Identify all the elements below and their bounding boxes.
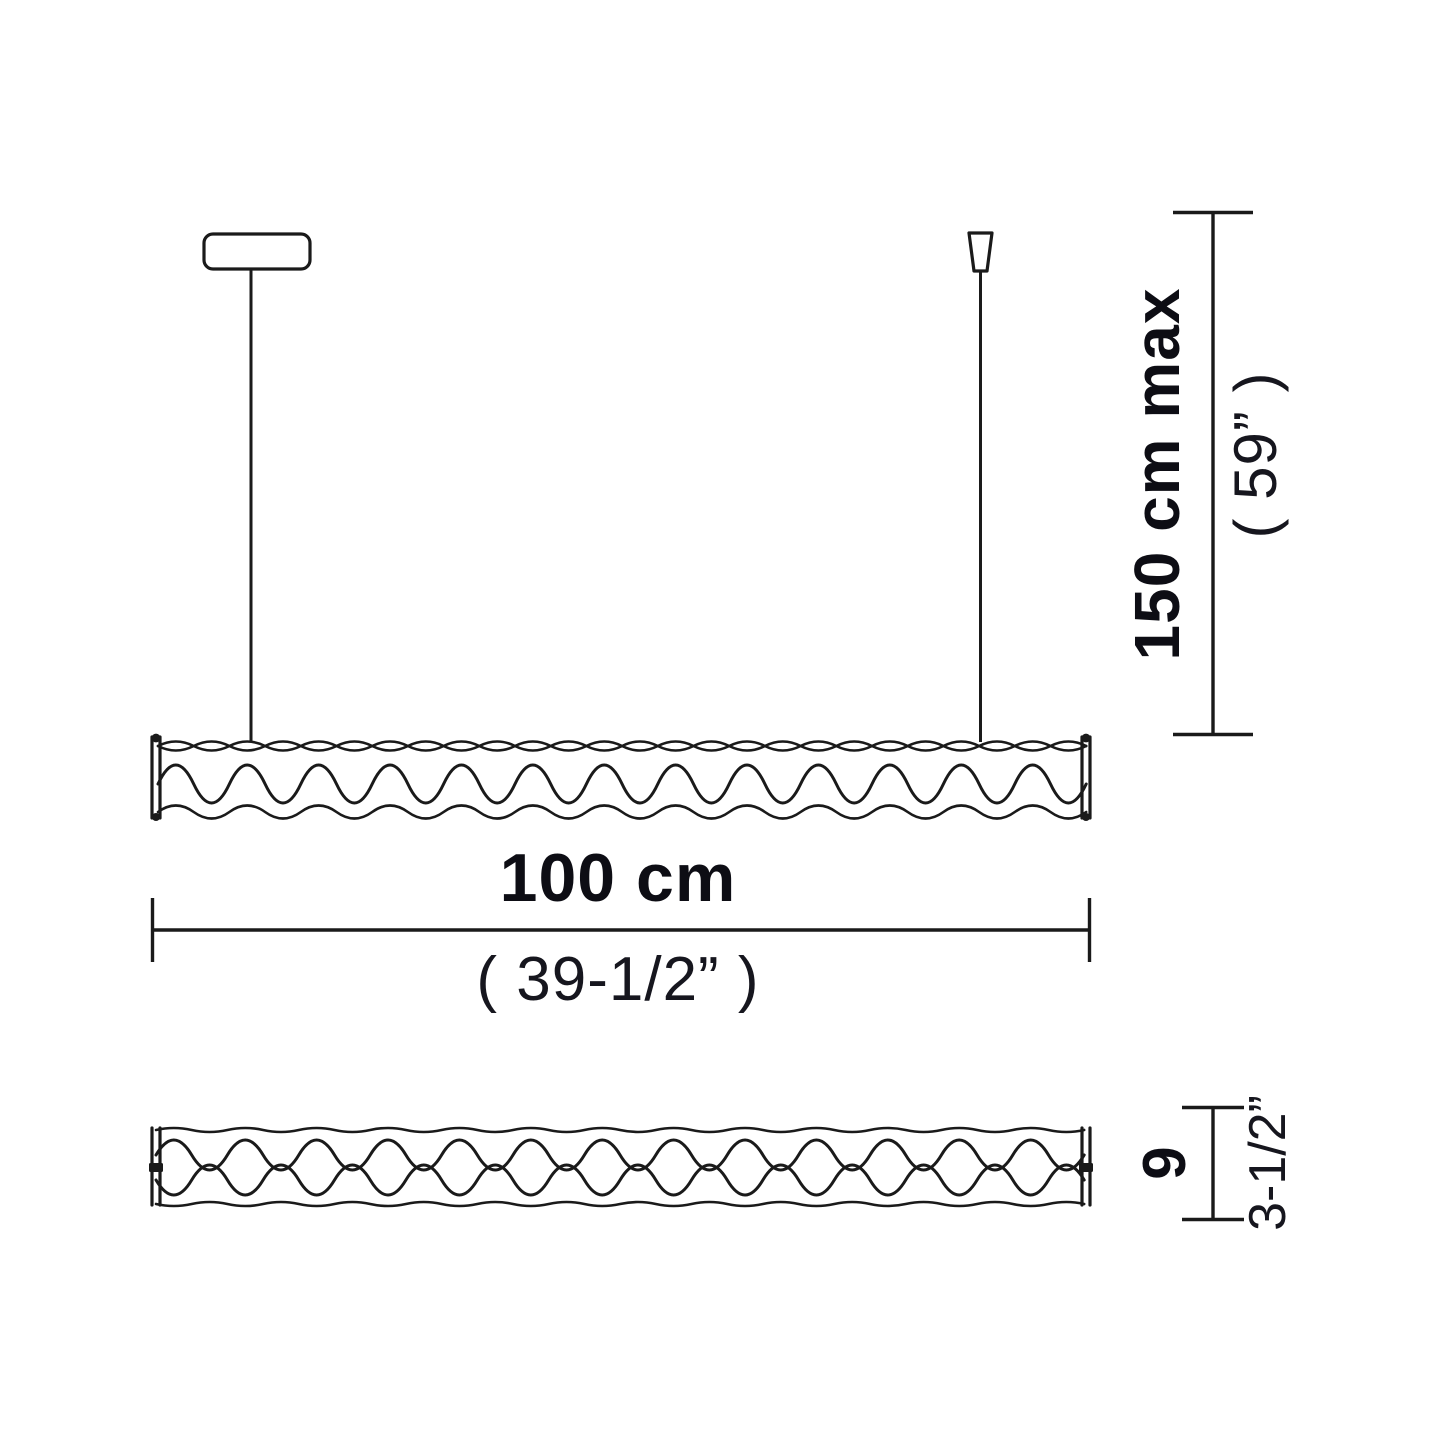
width-metric-label: 100 cm: [500, 840, 737, 916]
side-upper-wave: [154, 1138, 1086, 1172]
body-bottom-wave: [156, 804, 1088, 820]
side-lower-wave: [154, 1163, 1086, 1197]
depth-dimension: 9 3-1/2”: [1131, 1095, 1297, 1231]
height-imperial-label: ( 59” ): [1222, 371, 1289, 538]
right-end-cap: [1080, 733, 1092, 821]
side-elevation-view: [149, 1126, 1093, 1208]
width-dimension: 100 cm ( 39-1/2” ): [150, 840, 1092, 1014]
side-left-end-cap: [149, 1126, 163, 1207]
ceiling-canopy: [202, 232, 312, 271]
front-elevation-view: [150, 231, 1092, 821]
front-luminaire-body: [150, 733, 1092, 821]
cable-cone-terminal: [967, 231, 994, 273]
side-right-end-cap: [1079, 1126, 1093, 1207]
height-metric-label: 150 cm max: [1121, 288, 1193, 661]
depth-metric-label: 9: [1131, 1146, 1198, 1179]
width-imperial-label: ( 39-1/2” ): [476, 945, 759, 1014]
body-top-wave-b: [156, 740, 1088, 752]
side-top-edge: [154, 1126, 1086, 1134]
side-bottom-edge: [154, 1200, 1086, 1208]
height-dimension: 150 cm max ( 59” ): [1121, 210, 1289, 737]
depth-imperial-label: 3-1/2”: [1239, 1095, 1297, 1231]
body-middle-wave: [156, 763, 1088, 805]
